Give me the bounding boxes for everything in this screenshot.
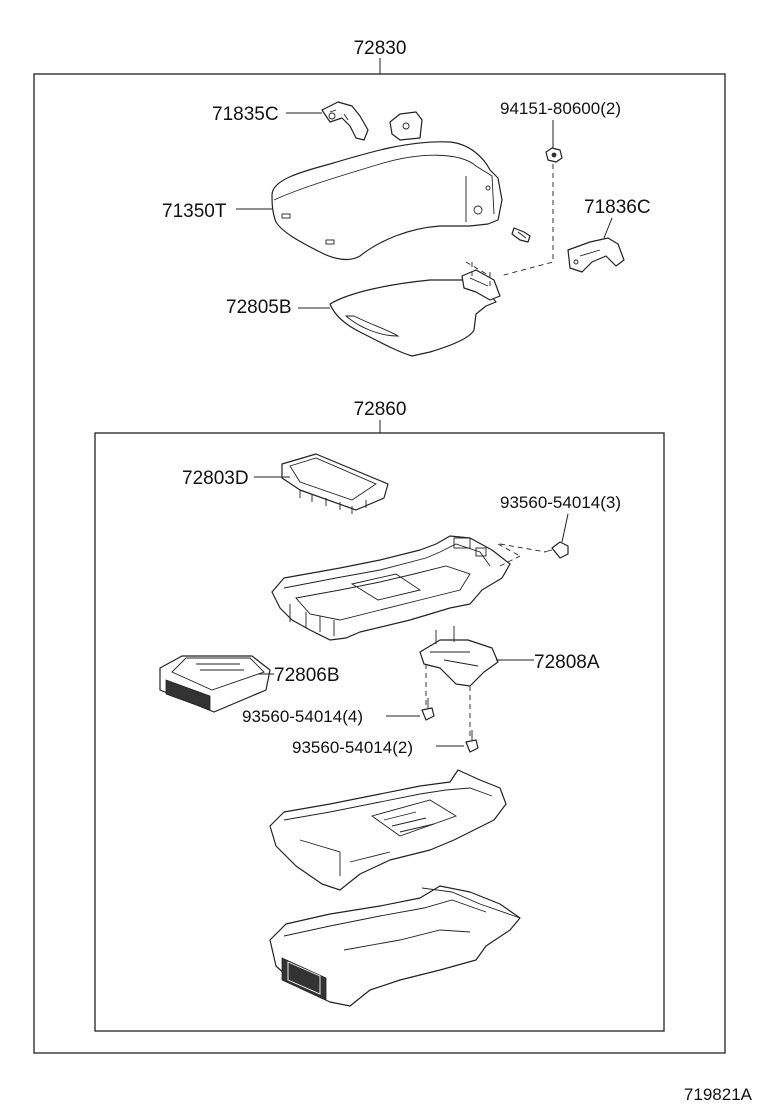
assembly-number-72830: 72830 [354, 38, 407, 59]
part-71836c-drawing [567, 237, 625, 273]
part-console-frame-drawing [271, 535, 521, 641]
inner-assembly-box [94, 432, 665, 1032]
label-93560-54014-2: 93560-54014(2) [292, 738, 413, 757]
label-71836c: 71836C [584, 197, 651, 218]
label-71350t: 71350T [162, 201, 227, 222]
part-72808a-drawing [419, 626, 499, 740]
label-93560-54014-4: 93560-54014(4) [242, 707, 363, 726]
dash-screw3 [499, 543, 547, 553]
part-71835c-drawing [321, 101, 369, 141]
part-71350t-drawing [271, 111, 503, 261]
part-lid-bolt-drawing [511, 227, 531, 243]
leader-71836c [603, 217, 613, 239]
dash-nut-to-hinge [499, 164, 554, 277]
part-72805b-drawing [329, 261, 501, 357]
part-72803d-drawing [281, 453, 389, 514]
label-72803d: 72803D [182, 468, 249, 489]
part-screw-4-drawing [421, 698, 435, 721]
figure-id: 719821A [684, 1085, 753, 1104]
part-console-insert-drawing [269, 769, 507, 891]
part-screw-3-drawing [543, 541, 569, 559]
label-72808a: 72808A [534, 652, 600, 673]
part-72806b-drawing [159, 655, 271, 713]
label-71835c: 71835C [212, 104, 279, 125]
label-72805b: 72805B [226, 297, 292, 318]
label-93560-54014-3: 93560-54014(3) [500, 493, 621, 512]
label-72806b: 72806B [274, 665, 340, 686]
part-94151-nut-drawing [545, 147, 563, 163]
leader-93560-3 [561, 513, 569, 543]
part-screw-2-drawing [465, 730, 479, 753]
part-console-box-drawing [269, 885, 521, 1007]
assembly-number-72860: 72860 [354, 399, 407, 420]
label-94151-80600: 94151-80600(2) [500, 99, 621, 118]
outer-assembly-box [33, 73, 726, 1054]
